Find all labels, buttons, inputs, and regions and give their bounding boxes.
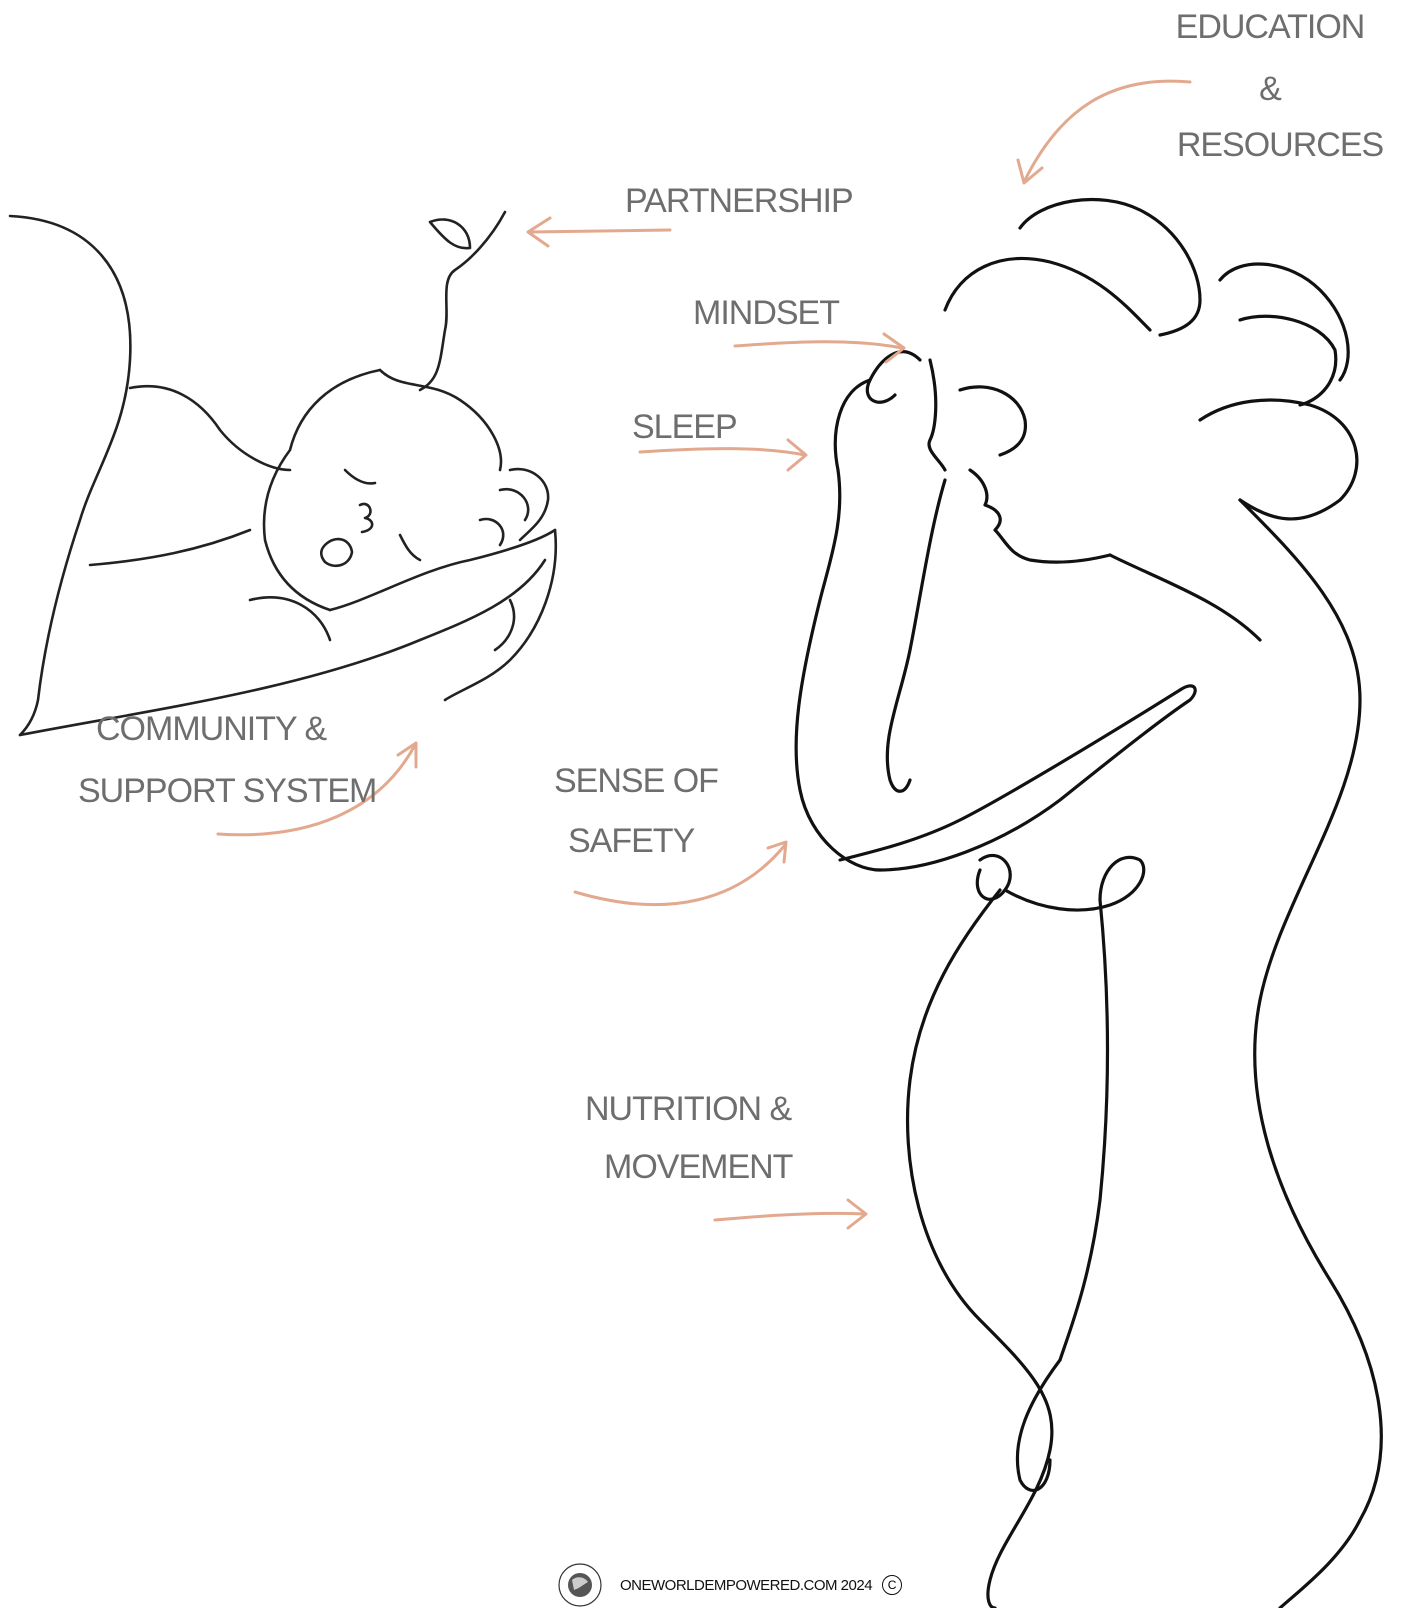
arrow-mindset [735,334,904,362]
label-community-line1: COMMUNITY & [96,712,326,746]
label-safety-line1: SENSE OF [554,764,718,798]
label-nutrition-line2: MOVEMENT [604,1150,792,1184]
label-safety-line2: SAFETY [568,824,694,858]
footer: ONEWORLDEMPOWERED.COM 2024 C [550,1562,902,1608]
arrow-partnership [528,218,670,246]
arrow-nutrition [715,1200,866,1228]
arrow-education [1018,81,1190,183]
copyright-icon: C [882,1575,902,1595]
label-mindset: MINDSET [693,296,839,330]
label-education-line1: EDUCATION [1160,10,1380,44]
label-nutrition-line1: NUTRITION & [585,1092,791,1126]
globe-logo-icon [550,1562,610,1608]
label-sleep: SLEEP [632,410,737,444]
arrows [218,81,1190,1228]
label-education: EDUCATION [1160,10,1380,44]
footer-text: ONEWORLDEMPOWERED.COM 2024 [620,1577,872,1594]
pregnant-woman-drawing [796,200,1381,1608]
label-education-amp: & [1230,72,1310,106]
label-resources: RESOURCES [1170,128,1390,162]
label-partnership: PARTNERSHIP [625,184,853,218]
label-community-line2: SUPPORT SYSTEM [78,774,376,808]
copyright-symbol: C [888,1579,897,1591]
mother-baby-drawing [10,212,556,735]
